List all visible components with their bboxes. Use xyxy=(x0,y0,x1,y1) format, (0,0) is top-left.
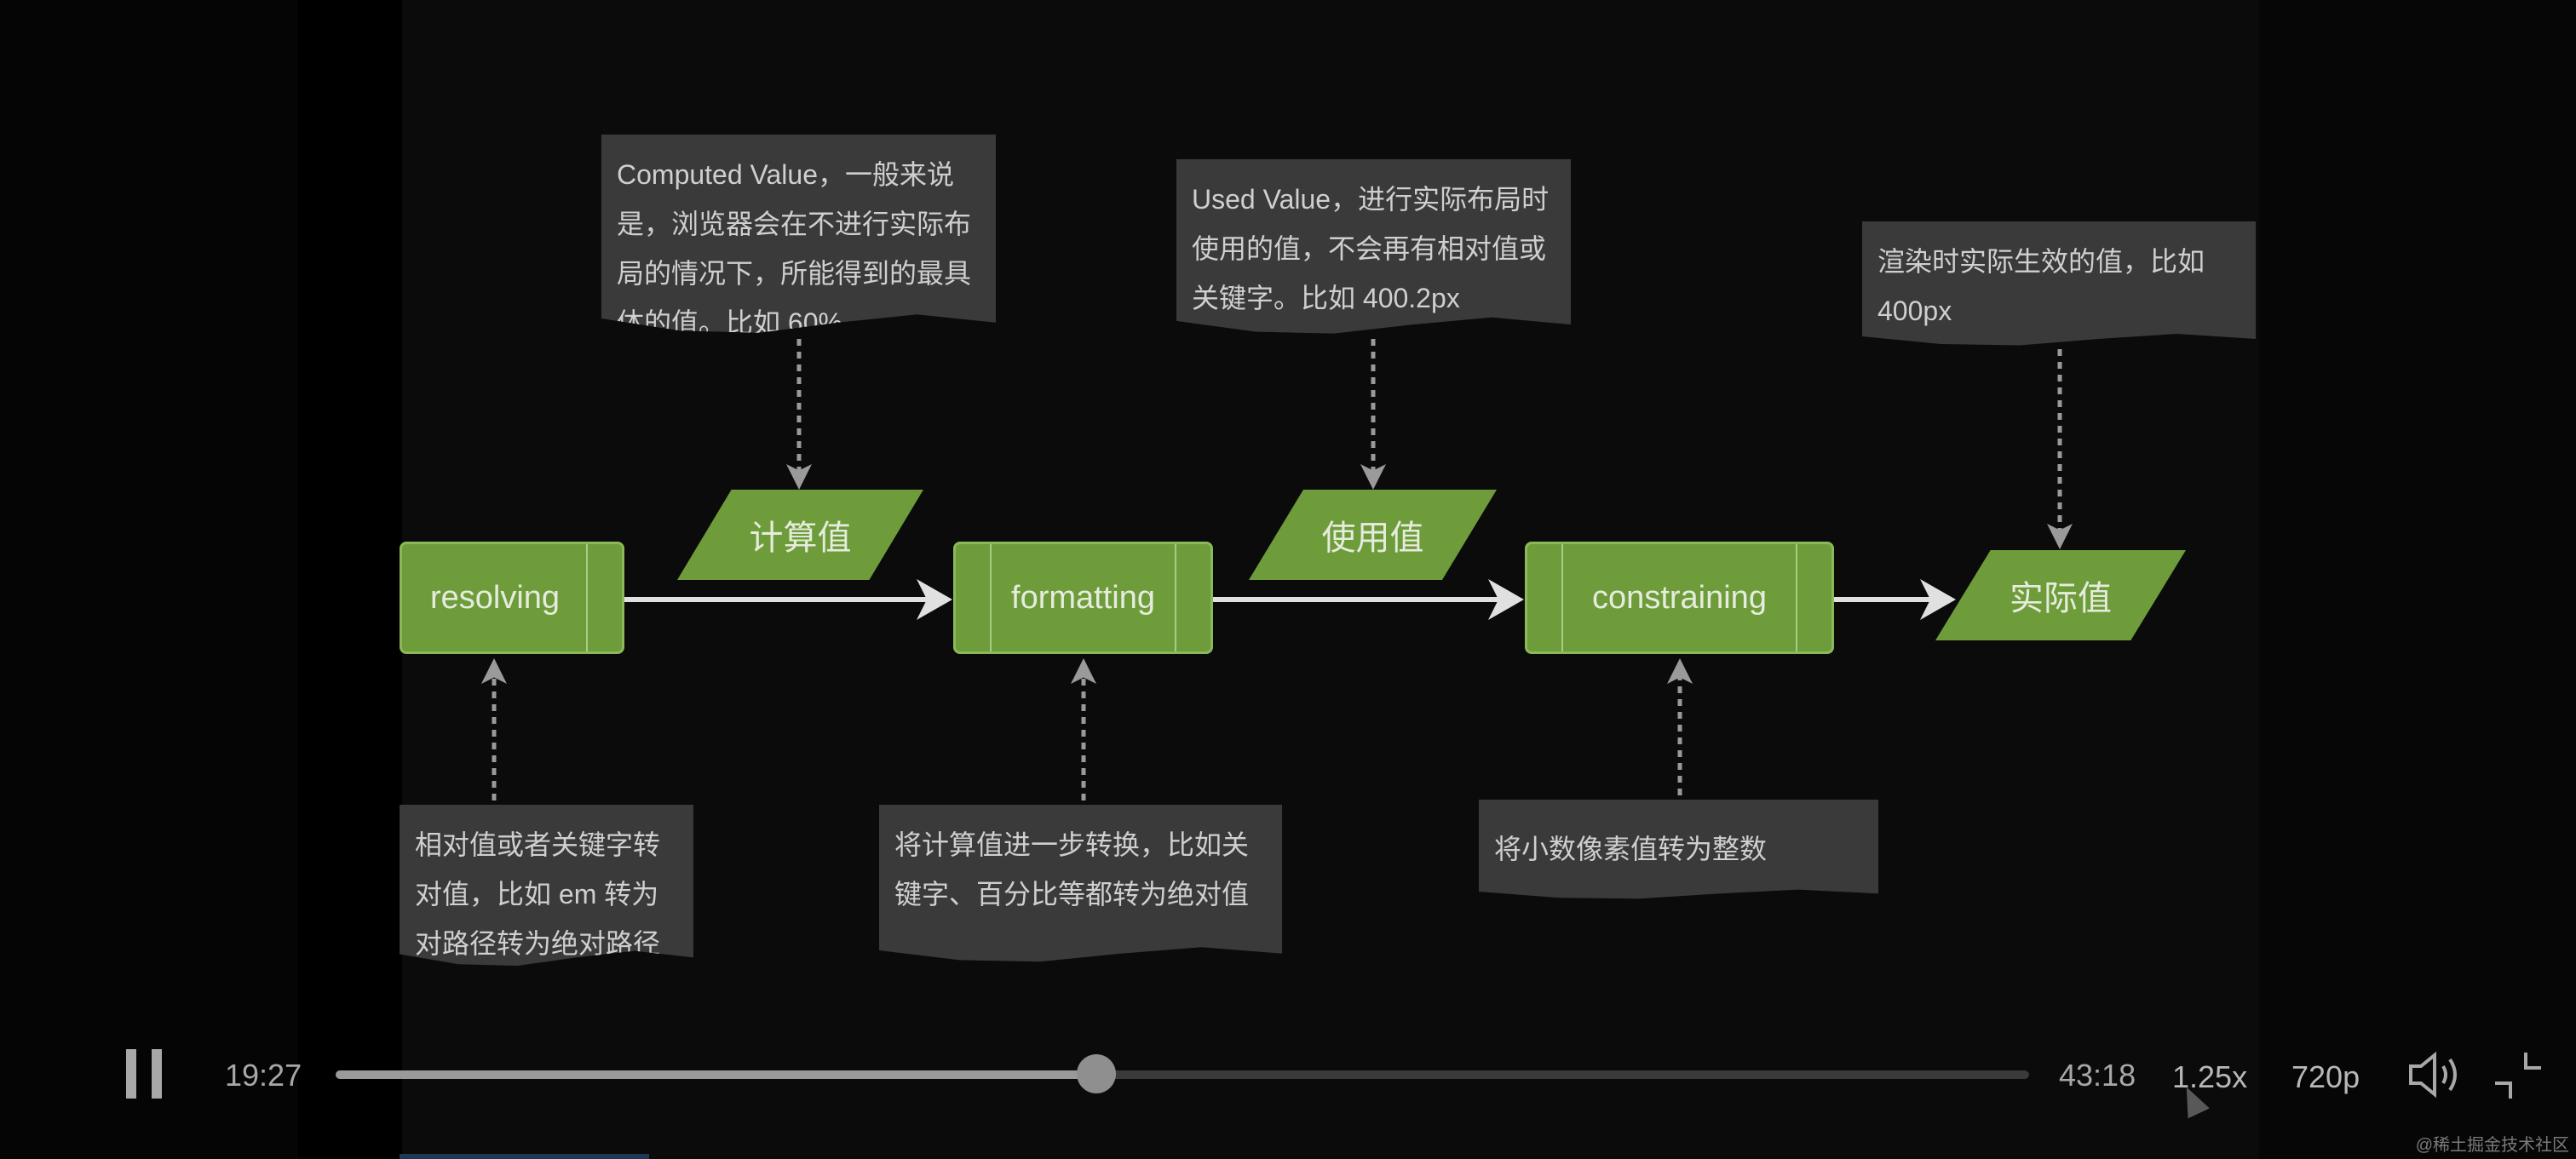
pause-button[interactable] xyxy=(126,1049,162,1099)
right-letterbox xyxy=(2259,0,2576,1159)
bottom-highlight-bar xyxy=(400,1154,649,1159)
seek-bar-handle[interactable] xyxy=(1076,1054,1116,1093)
duration: 43:18 xyxy=(2059,1058,2136,1093)
process-divider xyxy=(1796,544,1797,651)
value-actual: 实际值 xyxy=(1935,550,2186,640)
constraining-note: 将小数像素值转为整数 xyxy=(1479,800,1878,899)
speed-button[interactable]: 1.25x xyxy=(2172,1059,2248,1094)
value-used: 使用值 xyxy=(1249,490,1497,580)
actual-value-note: 渲染时实际生效的值，比如 400px xyxy=(1862,221,2256,346)
process-divider xyxy=(1561,544,1563,651)
process-constraining: constraining xyxy=(1525,542,1834,654)
current-time: 19:27 xyxy=(225,1058,302,1093)
pause-icon xyxy=(126,1049,162,1099)
volume-button[interactable] xyxy=(2407,1051,2464,1103)
resolving-note: 相对值或者关键字转对值，比如 em 转为对路径转为绝对路径 xyxy=(400,805,693,967)
process-label: formatting xyxy=(1011,579,1155,616)
quality-button[interactable]: 720p xyxy=(2291,1059,2360,1094)
value-computed: 计算值 xyxy=(677,490,923,580)
seek-bar-played xyxy=(336,1070,1096,1079)
formatting-note: 将计算值进一步转换，比如关键字、百分比等都转为绝对值 xyxy=(879,805,1282,962)
process-label: resolving xyxy=(429,579,561,616)
seek-bar[interactable] xyxy=(336,1054,2029,1093)
process-resolving: resolving xyxy=(400,542,624,654)
used-value-note: Used Value，进行实际布局时使用的值，不会再有相对值或关键字。比如 40… xyxy=(1176,159,1571,334)
process-divider xyxy=(586,544,588,651)
exit-fullscreen-button[interactable] xyxy=(2492,1049,2544,1106)
process-formatting: formatting xyxy=(953,542,1213,654)
process-divider xyxy=(1175,544,1176,651)
process-label: constraining xyxy=(1592,579,1767,616)
exit-fullscreen-icon xyxy=(2495,1053,2541,1099)
value-label: 实际值 xyxy=(2010,580,2112,617)
computed-value-note: Computed Value，一般来说是，浏览器会在不进行实际布局的情况下，所能… xyxy=(601,135,996,333)
value-label: 使用值 xyxy=(1321,519,1424,557)
value-label: 计算值 xyxy=(749,519,852,557)
volume-icon xyxy=(2409,1051,2457,1099)
watermark: @稀土掘金技术社区 xyxy=(2415,1136,2569,1155)
process-divider xyxy=(990,544,992,651)
left-letterbox xyxy=(0,0,298,1159)
